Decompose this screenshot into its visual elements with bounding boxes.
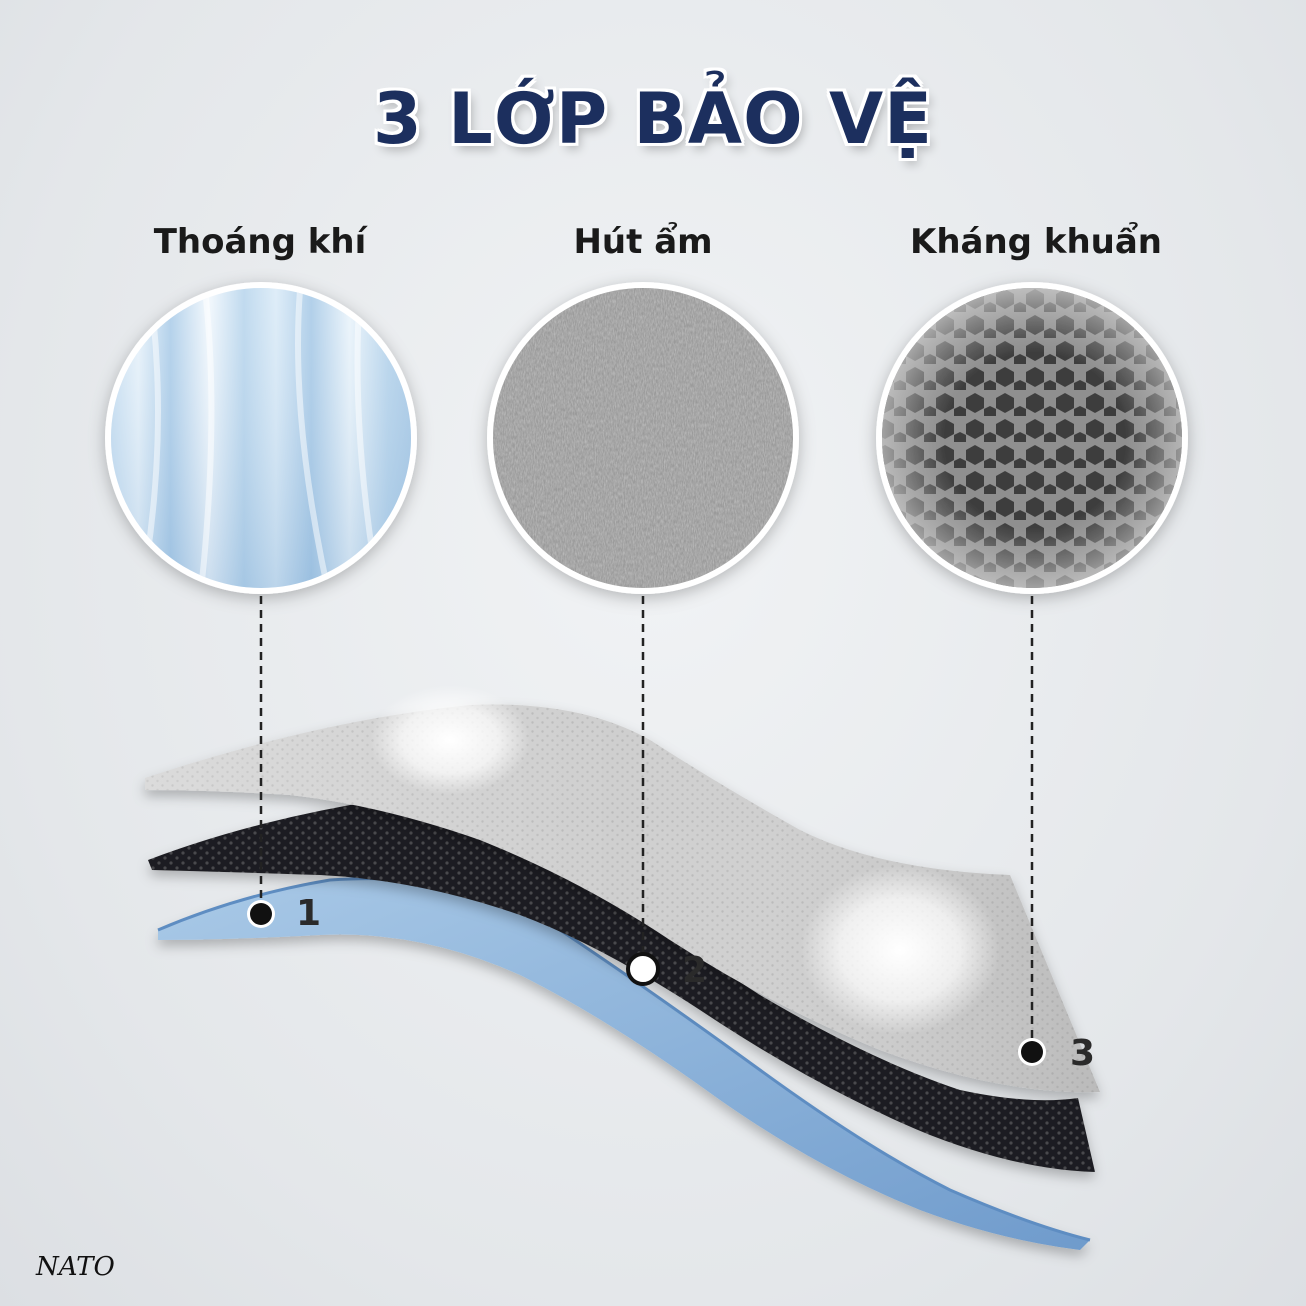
marker-dot-1: [247, 900, 275, 928]
layer-label-absorbent: Hút ẩm: [573, 222, 713, 262]
blue-layer: [158, 878, 1090, 1250]
brand-watermark: NATO: [36, 1252, 115, 1282]
air-glow: [800, 865, 1000, 1035]
antibacterial-fabric-circle: [876, 282, 1188, 594]
fabric-layers: [145, 685, 1100, 1250]
page-title: 3 LỚP BẢO VỆ: [373, 78, 933, 160]
layer-number-1: 1: [296, 893, 322, 934]
breathable-fabric-circle: [105, 282, 417, 594]
layer-number-3: 3: [1070, 1033, 1096, 1074]
black-layer: [148, 802, 1095, 1172]
marker-dot-3: [1018, 1038, 1046, 1066]
layer-number-2: 2: [682, 950, 708, 991]
marker-dot-2: [626, 952, 660, 986]
air-glow: [370, 685, 530, 795]
layer-label-breathable: Thoáng khí: [153, 222, 367, 262]
absorbent-fabric-circle: [487, 282, 799, 594]
layer-label-antibacterial: Kháng khuẩn: [909, 222, 1163, 262]
